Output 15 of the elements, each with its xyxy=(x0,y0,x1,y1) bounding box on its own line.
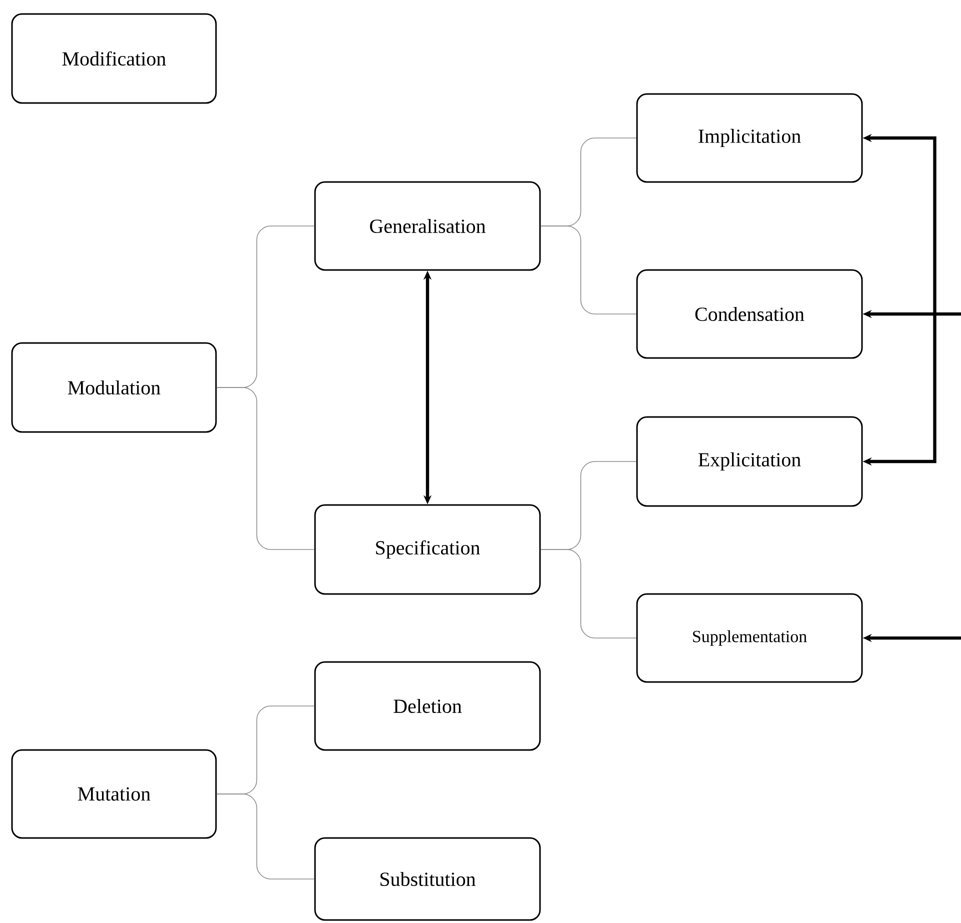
term-box: Explicitation xyxy=(636,416,863,507)
connector-line xyxy=(540,226,637,314)
term-box: Modulation xyxy=(11,342,217,433)
term-box: Mutation xyxy=(11,749,217,839)
term-box: Generalisation xyxy=(314,181,541,271)
term-box: Specification xyxy=(314,504,541,595)
term-box: Implicitation xyxy=(636,93,863,183)
connector-line xyxy=(216,794,315,880)
term-box: Modification xyxy=(11,13,217,104)
term-box: Deletion xyxy=(314,661,541,751)
term-box: Supplementation xyxy=(636,593,863,683)
term-box: Condensation xyxy=(636,269,863,359)
connector-line xyxy=(216,387,315,550)
term-box: Substitution xyxy=(314,837,541,921)
connector-line xyxy=(540,549,637,638)
